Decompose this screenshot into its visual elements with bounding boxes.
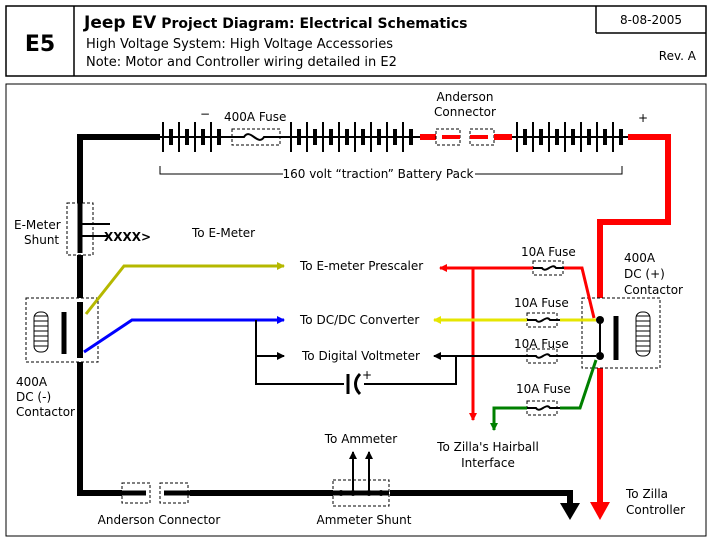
emeter-shunt [66,202,110,256]
date: 8-08-2005 [620,13,682,27]
fuse-10a-label-1: 10A Fuse [521,245,576,259]
positive-contactor [581,297,661,369]
dcdc-wire [83,316,285,354]
fuse-400a [228,128,284,146]
battery-minus-label: − [200,107,210,121]
battery-pack-middle [284,122,420,152]
pack-label: 160 volt “traction” Battery Pack [282,167,473,181]
battery-pack-left [160,122,228,152]
battery-pack-right [512,122,628,152]
to-dcdc-label: To DC/DC Converter [299,313,419,327]
zilla-label-2: Controller [626,503,685,517]
hairball-label-2: Interface [461,456,515,470]
emeter-xxxx: XXXX> [104,230,151,244]
note: Note: Motor and Controller wiring detail… [86,55,397,70]
negative-main-wire [77,134,573,505]
positive-main-wire [597,134,671,505]
anderson-connector-bottom [121,482,190,504]
zilla-positive-arrow [590,502,610,520]
pos-contactor-label-3: Contactor [624,283,683,297]
dcdc-fuse-wire [433,312,596,328]
fuse-10a-label-3: 10A Fuse [514,337,569,351]
fuse-10a-label-2: 10A Fuse [514,296,569,310]
neg-contactor-label-2: DC (-) [16,390,51,404]
to-emeter-label: To E-Meter [191,226,255,240]
emeter-shunt-label-2: Shunt [24,233,59,247]
anderson-top-label-1: Anderson [437,90,494,104]
ammeter-shunt-label: Ammeter Shunt [317,513,412,527]
emeter-shunt-label-1: E-Meter [14,218,61,232]
fuse-400a-label: 400A Fuse [224,110,286,124]
subtitle: High Voltage System: High Voltage Access… [86,37,393,52]
to-voltmeter-label: To Digital Voltmeter [301,349,420,363]
hairball-fuse-wire [490,359,598,431]
sheet-id: E5 [25,32,55,57]
anderson-bottom-label: Anderson Connector [98,513,221,527]
zilla-negative-arrow [560,503,580,520]
title-bold: Jeep EV [83,13,157,33]
hairball-label-1: To Zilla's Hairball [436,440,539,454]
zilla-label-1: To Zilla [625,487,668,501]
neg-contactor-label-1: 400A [16,375,48,389]
prescaler-wire [84,262,285,315]
revision: Rev. A [659,49,697,63]
ammeter-shunt [332,451,390,507]
negative-contactor [25,297,99,363]
voltmeter-negative-wire [255,320,344,385]
anderson-top-label-2: Connector [434,105,496,119]
capacitor [346,372,362,396]
capacitor-plus-label: + [362,368,372,382]
voltmeter-fuse-wire [364,348,596,385]
title-rest: Project Diagram: Electrical Schematics [161,16,467,32]
anderson-connector-top [420,128,512,146]
fuse-10a-label-4: 10A Fuse [516,382,571,396]
battery-plus-label: + [638,111,648,125]
pos-contactor-label-2: DC (+) [624,267,665,281]
pack-bracket [159,166,623,175]
diagram-frame [5,83,707,537]
prescaler-fuse-wire [439,260,596,421]
to-prescaler-label: To E-meter Prescaler [299,259,423,273]
neg-contactor-label-3: Contactor [16,405,75,419]
pos-contactor-label-1: 400A [624,251,656,265]
to-ammeter-label: To Ammeter [324,432,398,446]
